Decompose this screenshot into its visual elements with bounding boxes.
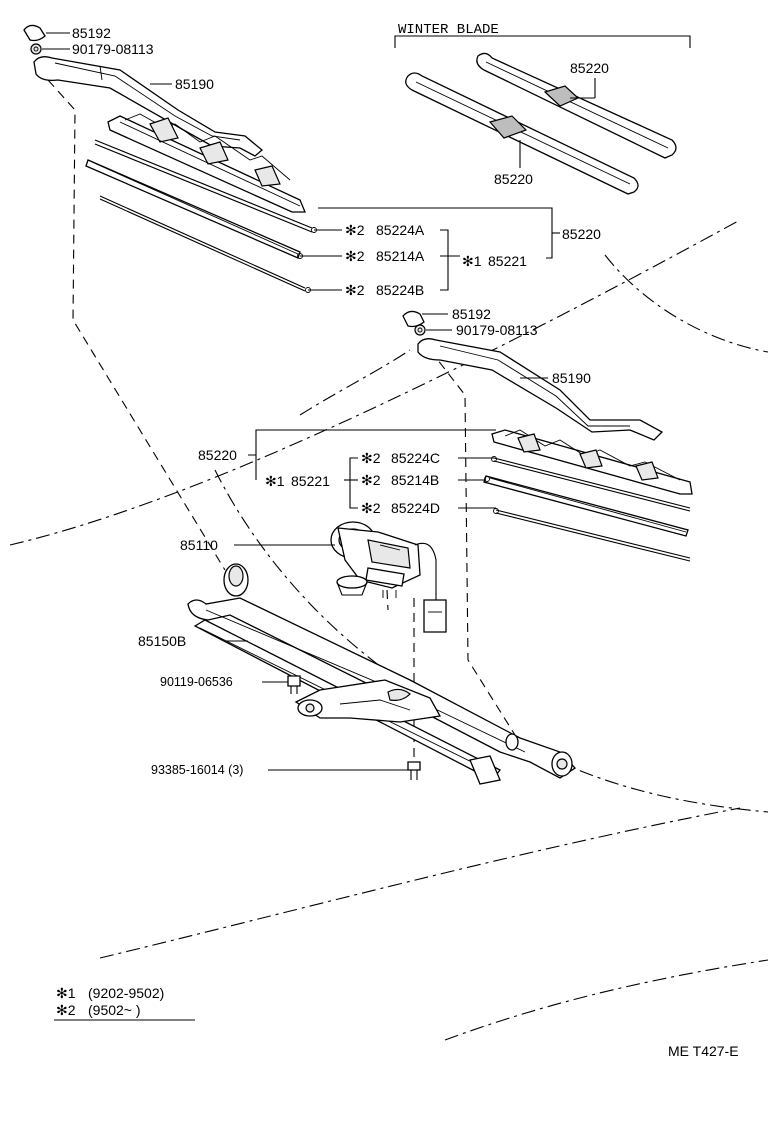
part-number-labels: 85192 90179-08113 85190 WINTER BLADE 852… <box>72 22 609 777</box>
label-blade-second-group: 85220 <box>198 447 237 463</box>
alignment-lines <box>47 79 516 760</box>
label-arm-top: 85190 <box>175 76 214 92</box>
label-link: 85150B <box>138 633 186 649</box>
label-motor: 85110 <box>180 537 218 553</box>
legend-star1-mark: ✻1 <box>56 985 76 1001</box>
winter-blade-group <box>394 35 691 195</box>
mark-rubber-b: ✻2 <box>345 282 365 298</box>
blade-rubber-set-top <box>85 139 317 293</box>
legend-star2-mark: ✻2 <box>56 1002 76 1018</box>
wiper-arm-second <box>402 310 664 441</box>
label-rubber-d: 85224D <box>391 500 440 516</box>
bolt-link-fastener <box>287 675 301 694</box>
blade-frame-second <box>491 429 693 495</box>
mark-blade-assy-a: ✻1 <box>462 253 482 269</box>
blade-frame-top <box>107 113 306 213</box>
label-rubber-a: 85224A <box>376 222 425 238</box>
mark-rubber-mid-b: ✻2 <box>361 472 381 488</box>
wiper-arm-top <box>23 24 264 157</box>
label-blade-assy-b: 85221 <box>291 473 330 489</box>
mark-rubber-mid-a: ✻2 <box>345 248 365 264</box>
legend: ✻1 (9202-9502) ✻2 (9502~ ) <box>54 985 195 1021</box>
label-nut-top: 90179-08113 <box>72 41 154 57</box>
bolt-motor-fastener <box>407 761 421 780</box>
mark-rubber-c: ✻2 <box>361 450 381 466</box>
label-winter-blade-upper: 85220 <box>570 60 609 76</box>
wiper-link-assembly <box>187 563 576 785</box>
label-blade-top-group: 85220 <box>562 226 601 242</box>
legend-star1-range: (9202-9502) <box>88 985 164 1001</box>
leader-lines <box>42 32 596 771</box>
label-rubber-c: 85224C <box>391 450 440 466</box>
sheet-code: ME T427-E <box>668 1043 739 1059</box>
windshield-outline <box>9 219 769 1041</box>
wiper-motor <box>330 521 447 633</box>
mark-rubber-d: ✻2 <box>361 500 381 516</box>
label-rubber-mid-b: 85214B <box>391 472 439 488</box>
label-bolt-motor: 93385-16014 (3) <box>151 763 243 777</box>
blade-rubber-set-second <box>483 456 691 562</box>
label-winter-blade-lower: 85220 <box>494 171 533 187</box>
legend-star2-range: (9502~ ) <box>88 1002 141 1018</box>
winter-blade-title: WINTER BLADE <box>398 22 499 38</box>
label-rubber-b: 85224B <box>376 282 424 298</box>
label-arm-second: 85190 <box>552 370 591 386</box>
mark-blade-assy-b: ✻1 <box>265 473 285 489</box>
label-rubber-mid-a: 85214A <box>376 248 425 264</box>
label-cap-second: 85192 <box>452 306 491 322</box>
label-nut-second: 90179-08113 <box>456 322 538 338</box>
label-bolt-link: 90119-06536 <box>160 675 233 689</box>
label-blade-assy-a: 85221 <box>488 253 527 269</box>
mark-rubber-a: ✻2 <box>345 222 365 238</box>
label-cap-top: 85192 <box>72 25 111 41</box>
